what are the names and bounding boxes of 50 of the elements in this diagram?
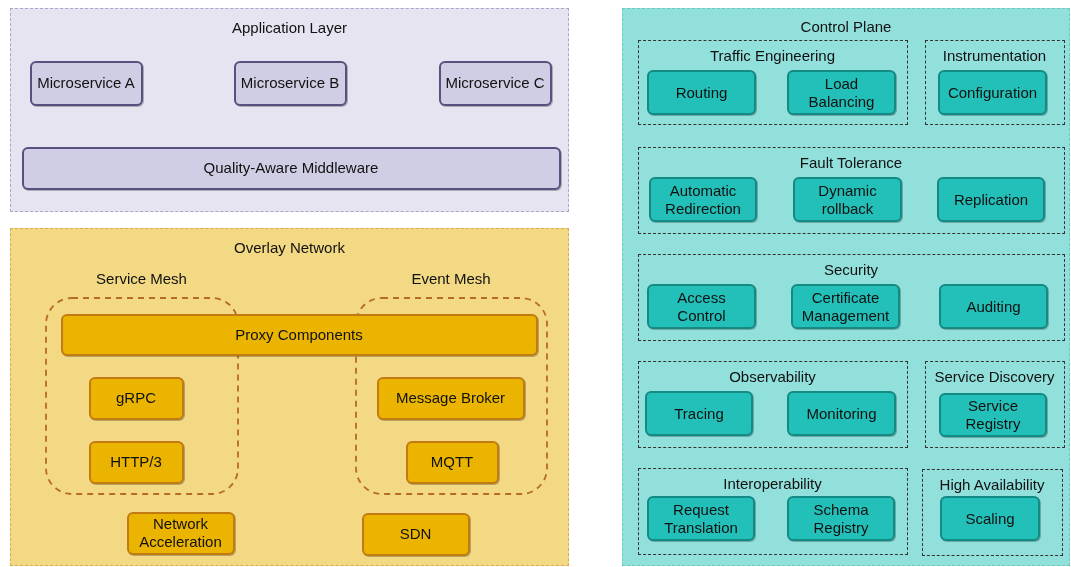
dashed-group bbox=[637, 146, 1065, 234]
group-heading: Control Plane bbox=[799, 18, 893, 36]
group-heading: Observability bbox=[728, 367, 817, 386]
component-box: Auditing bbox=[939, 284, 1048, 329]
dashed-group bbox=[924, 39, 1065, 125]
component-box: Network Acceleration bbox=[126, 511, 235, 555]
layer-panel bbox=[622, 8, 1070, 566]
component-box: Automatic Redirection bbox=[649, 177, 757, 222]
component-box: Load Balancing bbox=[787, 70, 896, 115]
group-heading: Security bbox=[822, 260, 880, 279]
group-heading: Application Layer bbox=[230, 19, 349, 37]
component-box: Certificate Management bbox=[791, 284, 900, 329]
component-box: Access Control bbox=[647, 284, 756, 329]
component-box: Quality-Aware Middleware bbox=[21, 146, 561, 190]
dashed-group bbox=[637, 253, 1065, 341]
group-heading: Overlay Network bbox=[233, 239, 346, 257]
dashed-group bbox=[637, 39, 908, 125]
layer-panel bbox=[10, 8, 569, 212]
group-heading: Service Discovery bbox=[933, 367, 1056, 386]
component-box: Routing bbox=[647, 70, 756, 115]
group-heading: Service Mesh bbox=[95, 269, 188, 288]
dashed-group bbox=[921, 468, 1063, 556]
component-box: HTTP/3 bbox=[88, 440, 184, 484]
component-box: Tracing bbox=[645, 391, 753, 436]
dashed-group bbox=[637, 467, 908, 555]
dashed-group bbox=[637, 360, 908, 448]
component-box: Microservice B bbox=[233, 60, 347, 106]
component-box: Replication bbox=[937, 177, 1045, 222]
group-heading: Traffic Engineering bbox=[708, 46, 837, 65]
dashed-group bbox=[924, 360, 1065, 448]
component-box: Microservice C bbox=[438, 60, 552, 106]
group-heading: Interoperability bbox=[722, 474, 823, 493]
group-heading: High Availability bbox=[938, 475, 1046, 494]
component-box: Message Broker bbox=[376, 376, 525, 420]
component-box: Proxy Components bbox=[60, 313, 538, 356]
component-box: Service Registry bbox=[939, 393, 1047, 437]
component-box: Schema Registry bbox=[787, 496, 895, 541]
layer-panel bbox=[10, 228, 569, 566]
group-heading: Fault Tolerance bbox=[798, 153, 904, 172]
component-box: gRPC bbox=[88, 376, 184, 420]
component-box: Microservice A bbox=[29, 60, 143, 106]
component-box: Monitoring bbox=[787, 391, 896, 436]
component-box: Dynamic rollback bbox=[793, 177, 902, 222]
component-box: Scaling bbox=[940, 496, 1040, 541]
component-box: Request Translation bbox=[647, 496, 755, 541]
component-box: SDN bbox=[361, 512, 470, 556]
component-box: MQTT bbox=[405, 440, 499, 484]
group-heading: Instrumentation bbox=[941, 46, 1048, 65]
component-box: Configuration bbox=[938, 70, 1047, 115]
group-heading: Event Mesh bbox=[410, 269, 492, 288]
